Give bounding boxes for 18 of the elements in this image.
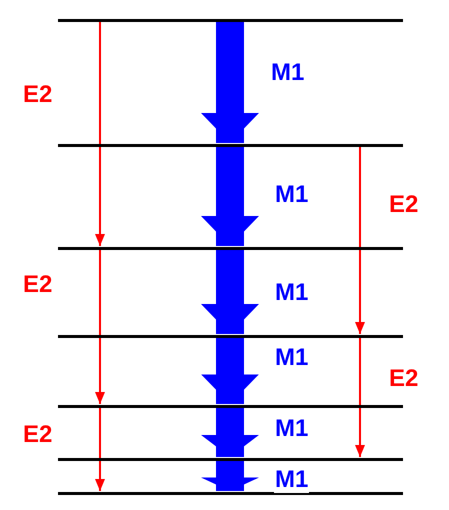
energy-level-line: [58, 492, 403, 495]
energy-level-line: [58, 247, 403, 250]
energy-level-line: [58, 335, 403, 338]
transition-arrow: [355, 338, 365, 457]
transition-arrow: [201, 250, 259, 334]
energy-level-line: [58, 19, 403, 22]
transition-arrow: [201, 461, 259, 491]
transition-arrow: [95, 22, 105, 246]
energy-level-line: [58, 405, 403, 408]
transition-arrow: [201, 408, 259, 457]
transition-arrow: [201, 22, 259, 143]
transition-arrow: [201, 338, 259, 404]
transition-arrow: [201, 147, 259, 246]
transition-arrow: [355, 147, 365, 334]
transition-arrow: [95, 408, 105, 491]
energy-level-line: [58, 458, 403, 461]
transition-arrow: [95, 250, 105, 404]
energy-level-line: [58, 144, 403, 147]
